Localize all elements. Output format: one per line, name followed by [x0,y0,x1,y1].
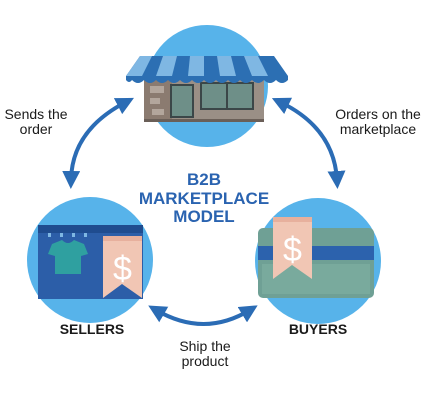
edge-label-line: Ship the [179,338,231,354]
arrow-marketplace-buyers [271,97,346,189]
edge-label-ship-product: Ship the product [160,339,250,368]
storefront-icon [126,56,288,122]
arrow-sellers-marketplace [62,97,134,189]
title-line: B2B [186,170,221,189]
marketplace-node [126,25,288,147]
title-line: MODEL [173,207,235,227]
arrow-sellers-buyers [148,305,258,326]
diagram-title: B2B MARKETPLACE MODEL [124,170,284,227]
title-line: MARKETPLACE [138,188,270,208]
storefront-seller-icon: $ [38,225,143,299]
edge-label-line: Orders on the [335,106,421,122]
edge-label-orders-marketplace: Orders on the marketplace [328,107,428,136]
edge-label-line: marketplace [339,120,417,137]
sellers-node: $ [27,197,153,323]
buyers-node: $ [255,198,381,324]
edge-label-line: order [19,120,53,137]
sellers-label: SELLERS [59,321,125,337]
svg-text:$: $ [283,231,302,269]
buyers-label: BUYERS [288,321,348,337]
svg-text:$: $ [113,250,132,288]
edge-label-line: product [181,352,229,369]
credit-card-icon: $ [258,217,374,298]
edge-label-sends-order: Sends the order [0,107,76,136]
edge-label-line: Sends the [4,106,68,122]
